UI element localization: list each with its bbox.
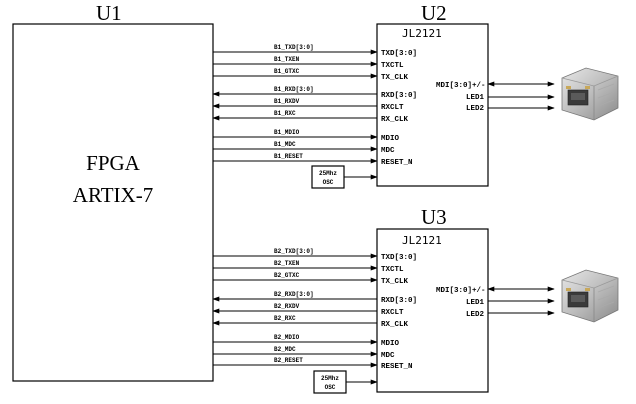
- u3-ref: U3: [421, 205, 447, 229]
- u2-part: JL2121: [402, 27, 442, 40]
- pin-u2-reset: RESET_N: [381, 159, 413, 167]
- pin-u3-mdi: MDI[3:0]+/-: [436, 287, 486, 295]
- sig-u2-gtxc: B1_GTXC: [274, 68, 300, 75]
- u3-part: JL2121: [402, 234, 442, 247]
- fpga-u1: U1 FPGA ARTIX-7: [12, 1, 214, 382]
- sig-u2-txd: B1_TXD[3:0]: [274, 44, 314, 51]
- fpga-model: ARTIX-7: [73, 183, 153, 207]
- pin-u3-rxclt: RXCLT: [381, 309, 404, 317]
- pin-u2-mdi: MDI[3:0]+/-: [436, 82, 486, 90]
- sig-u3-txd: B2_TXD[3:0]: [274, 248, 314, 255]
- rj45-connector-icon: [561, 269, 619, 323]
- pin-u3-mdc: MDC: [381, 352, 395, 360]
- pin-u3-txctl: TXCTL: [381, 266, 404, 274]
- pin-u2-rxd: RXD[3:0]: [381, 92, 417, 100]
- pin-u3-mdio: MDIO: [381, 340, 400, 348]
- pin-u2-mdc: MDC: [381, 147, 395, 155]
- sig-u2-rxdv: B1_RXDV: [274, 98, 300, 105]
- pin-u3-txd: TXD[3:0]: [381, 254, 417, 262]
- sig-u2-rxd: B1_RXD[3:0]: [274, 86, 314, 93]
- pin-u2-txd: TXD[3:0]: [381, 50, 417, 58]
- pin-u2-txctl: TXCTL: [381, 62, 404, 70]
- u2-box: [376, 23, 489, 187]
- pin-u3-rxd: RXD[3:0]: [381, 297, 417, 305]
- pin-u3-txclk: TX_CLK: [381, 278, 409, 286]
- pin-u2-txclk: TX_CLK: [381, 74, 409, 82]
- sig-u3-reset: B2_RESET: [274, 357, 303, 364]
- sig-u2-mdio: B1_MDIO: [274, 129, 300, 136]
- fpga-box: [12, 23, 214, 382]
- sig-u2-rxc: B1_RXC: [274, 110, 296, 117]
- u3-osc-freq: 25Mhz: [321, 375, 339, 382]
- u2-osc-label: OSC: [323, 179, 334, 186]
- sig-u3-rxdv: B2_RXDV: [274, 303, 300, 310]
- u3-box: [376, 228, 489, 393]
- sig-u2-reset: B1_RESET: [274, 153, 303, 160]
- sig-u3-gtxc: B2_GTXC: [274, 272, 300, 279]
- pin-u3-led2: LED2: [466, 311, 485, 319]
- pin-u3-reset: RESET_N: [381, 363, 413, 371]
- phy-u2: U2 JL2121 B1_TXD[3:0] B1_TXEN B1_GTXC B1…: [212, 1, 619, 189]
- fpga-label: FPGA: [86, 151, 141, 175]
- u1-ref: U1: [96, 1, 122, 25]
- pin-u2-rxclk: RX_CLK: [381, 116, 409, 124]
- u3-osc-label: OSC: [325, 384, 336, 391]
- sig-u2-txen: B1_TXEN: [274, 56, 300, 63]
- rj45-connector-icon: [561, 67, 619, 121]
- pin-u2-mdio: MDIO: [381, 135, 400, 143]
- pin-u2-led2: LED2: [466, 105, 485, 113]
- phy-u3: U3 JL2121 B2_TXD[3:0] B2_TXEN B2_GTXC B2…: [212, 205, 619, 394]
- sig-u3-rxc: B2_RXC: [274, 315, 296, 322]
- sig-u3-txen: B2_TXEN: [274, 260, 300, 267]
- u2-ref: U2: [421, 1, 447, 25]
- pin-u3-led1: LED1: [466, 299, 485, 307]
- pin-u3-rxclk: RX_CLK: [381, 321, 409, 329]
- sig-u3-rxd: B2_RXD[3:0]: [274, 291, 314, 298]
- pin-u2-led1: LED1: [466, 94, 485, 102]
- sig-u2-mdc: B1_MDC: [274, 141, 296, 148]
- sig-u3-mdc: B2_MDC: [274, 346, 296, 353]
- pin-u2-rxclt: RXCLT: [381, 104, 404, 112]
- u2-osc-freq: 25Mhz: [319, 170, 337, 177]
- sig-u3-mdio: B2_MDIO: [274, 334, 300, 341]
